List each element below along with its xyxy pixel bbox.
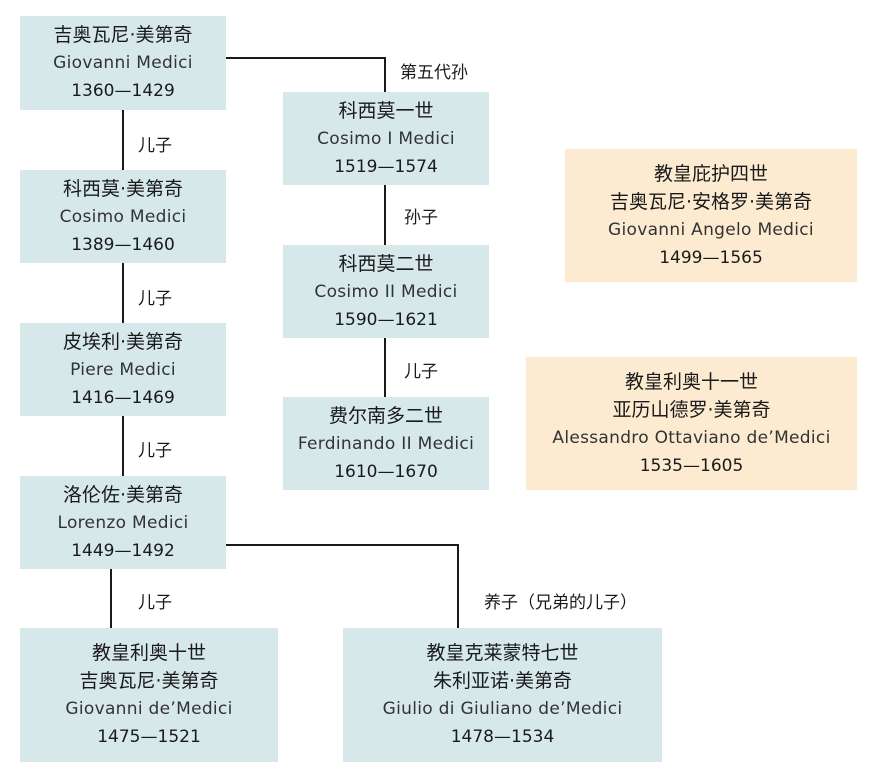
name-en: Lorenzo Medici bbox=[57, 512, 189, 533]
connector-line bbox=[122, 110, 124, 170]
relation-label: 儿子 bbox=[138, 593, 172, 613]
name-zh: 朱利亚诺·美第奇 bbox=[432, 670, 573, 692]
papal-title: 教皇利奥十一世 bbox=[624, 370, 758, 393]
person-box-piere: 皮埃利·美第奇 Piere Medici 1416—1469 bbox=[20, 323, 226, 416]
life-years: 1389—1460 bbox=[71, 234, 175, 255]
papal-title: 教皇庇护四世 bbox=[653, 162, 768, 185]
connector-line bbox=[384, 185, 386, 245]
name-zh: 洛伦佐·美第奇 bbox=[62, 483, 184, 506]
name-zh: 吉奥瓦尼·美第奇 bbox=[53, 24, 193, 46]
connector-line bbox=[226, 57, 386, 59]
person-box-lorenzo: 洛伦佐·美第奇 Lorenzo Medici 1449—1492 bbox=[20, 476, 226, 569]
name-en: Giovanni Medici bbox=[53, 53, 193, 73]
name-en: Piere Medici bbox=[70, 359, 176, 380]
papal-title: 教皇克莱蒙特七世 bbox=[426, 642, 579, 664]
life-years: 1519—1574 bbox=[334, 156, 438, 177]
life-years: 1590—1621 bbox=[334, 309, 438, 330]
connector-line bbox=[122, 416, 124, 476]
name-zh: 吉奥瓦尼·安格罗·美第奇 bbox=[609, 190, 813, 213]
name-zh: 科西莫·美第奇 bbox=[62, 177, 184, 200]
name-en: Cosimo II Medici bbox=[314, 281, 458, 302]
life-years: 1610—1670 bbox=[334, 461, 438, 482]
person-box-giovanni: 吉奥瓦尼·美第奇 Giovanni Medici 1360—1429 bbox=[20, 16, 226, 110]
life-years: 1475—1521 bbox=[97, 727, 201, 747]
person-box-ferdinando-ii: 费尔南多二世 Ferdinando II Medici 1610—1670 bbox=[283, 397, 489, 490]
person-box-leo-xi: 教皇利奥十一世 亚历山德罗·美第奇 Alessandro Ottaviano d… bbox=[526, 357, 857, 490]
relation-label: 儿子 bbox=[138, 289, 172, 309]
person-box-cosimo: 科西莫·美第奇 Cosimo Medici 1389—1460 bbox=[20, 170, 226, 263]
connector-line bbox=[226, 544, 459, 546]
connector-line bbox=[122, 263, 124, 323]
person-box-cosimo-i: 科西莫一世 Cosimo I Medici 1519—1574 bbox=[283, 92, 489, 185]
person-box-clement-vii: 教皇克莱蒙特七世 朱利亚诺·美第奇 Giulio di Giuliano de’… bbox=[343, 628, 662, 762]
connector-line bbox=[110, 569, 112, 628]
name-zh: 科西莫二世 bbox=[338, 252, 434, 275]
life-years: 1535—1605 bbox=[639, 455, 744, 476]
relation-label: 儿子 bbox=[404, 362, 438, 382]
life-years: 1449—1492 bbox=[71, 540, 175, 561]
name-en: Giovanni de’Medici bbox=[65, 699, 233, 719]
life-years: 1416—1469 bbox=[71, 387, 175, 408]
name-en: Alessandro Ottaviano de’Medici bbox=[552, 427, 831, 448]
connector-line bbox=[457, 544, 459, 628]
name-en: Cosimo Medici bbox=[59, 206, 187, 227]
name-zh: 科西莫一世 bbox=[338, 99, 434, 122]
papal-title: 教皇利奥十世 bbox=[91, 642, 206, 664]
name-zh: 吉奥瓦尼·美第奇 bbox=[79, 670, 219, 692]
life-years: 1499—1565 bbox=[659, 247, 763, 268]
relation-label: 孙子 bbox=[404, 208, 438, 228]
name-zh: 皮埃利·美第奇 bbox=[62, 330, 184, 353]
name-en: Giulio di Giuliano de’Medici bbox=[382, 699, 623, 719]
name-en: Cosimo I Medici bbox=[317, 128, 455, 149]
connector-line bbox=[384, 57, 386, 92]
relation-label: 儿子 bbox=[138, 136, 172, 156]
name-zh: 费尔南多二世 bbox=[328, 404, 443, 427]
connector-line bbox=[384, 338, 386, 397]
relation-label: 儿子 bbox=[138, 441, 172, 461]
name-en: Giovanni Angelo Medici bbox=[608, 219, 814, 240]
relation-label: 养子（兄弟的儿子） bbox=[484, 593, 637, 613]
life-years: 1478—1534 bbox=[450, 727, 555, 747]
name-en: Ferdinando II Medici bbox=[297, 433, 475, 454]
person-box-cosimo-ii: 科西莫二世 Cosimo II Medici 1590—1621 bbox=[283, 245, 489, 338]
life-years: 1360—1429 bbox=[71, 81, 175, 101]
name-zh: 亚历山德罗·美第奇 bbox=[612, 398, 771, 421]
person-box-pius-iv: 教皇庇护四世 吉奥瓦尼·安格罗·美第奇 Giovanni Angelo Medi… bbox=[565, 149, 857, 282]
person-box-leo-x: 教皇利奥十世 吉奥瓦尼·美第奇 Giovanni de’Medici 1475—… bbox=[20, 628, 278, 762]
relation-label: 第五代孙 bbox=[400, 63, 468, 83]
